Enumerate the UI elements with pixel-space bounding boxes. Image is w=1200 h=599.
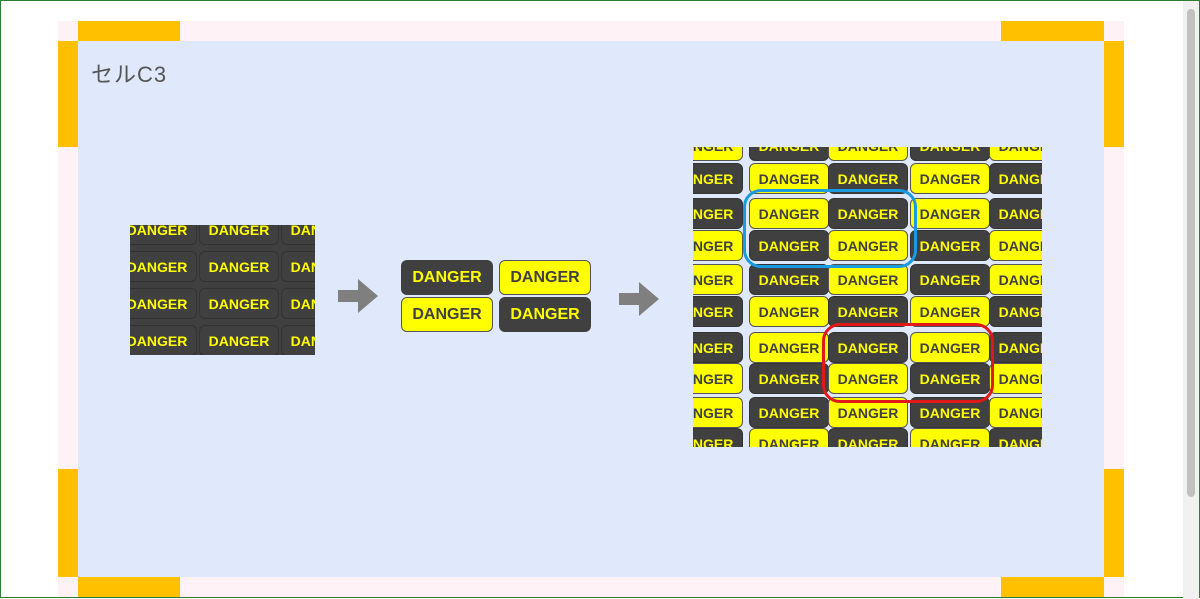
- danger-tile: DANGER: [199, 225, 279, 245]
- tiled-pattern-after: DANGERDANGERDANGERDANGERDANGERDANGERDANG…: [693, 147, 1042, 447]
- danger-tile: DANGER: [693, 332, 743, 363]
- corner-bracket-tl-h: [78, 21, 180, 41]
- danger-tile: DANGER: [910, 163, 990, 194]
- danger-tile: DANGER: [749, 163, 829, 194]
- danger-tile: DANGER: [989, 163, 1042, 194]
- danger-tile: DANGER: [693, 363, 743, 394]
- danger-tile: DANGER: [910, 332, 990, 363]
- danger-tile: DANGER: [693, 198, 743, 229]
- danger-tile: DANGER: [910, 397, 990, 428]
- danger-tile: DANGER: [989, 363, 1042, 394]
- danger-tile: DANGER: [749, 147, 829, 161]
- danger-tile: DANGER: [693, 428, 743, 447]
- danger-tile: DANGER: [499, 260, 591, 295]
- danger-tile: DANGER: [693, 230, 743, 261]
- danger-tile: DANGER: [199, 251, 279, 282]
- danger-tile: DANGER: [828, 198, 908, 229]
- danger-tile: DANGER: [749, 296, 829, 327]
- corner-bracket-bl-v: [58, 469, 78, 577]
- danger-tile: DANGER: [828, 332, 908, 363]
- danger-tile: DANGER: [828, 230, 908, 261]
- danger-tile: DANGER: [281, 288, 315, 319]
- danger-tile: DANGER: [910, 230, 990, 261]
- danger-tile: DANGER: [130, 225, 197, 245]
- danger-tile: DANGER: [401, 297, 493, 332]
- danger-tile: DANGER: [749, 198, 829, 229]
- slide-title: セルC3: [91, 62, 168, 87]
- danger-tile: DANGER: [499, 297, 591, 332]
- danger-tile: DANGER: [130, 325, 197, 355]
- vertical-scrollbar[interactable]: [1183, 1, 1199, 599]
- corner-bracket-bl-h: [78, 577, 180, 597]
- danger-tile: DANGER: [749, 428, 829, 447]
- danger-tile: DANGER: [693, 264, 743, 295]
- corner-bracket-br-v: [1104, 469, 1124, 577]
- arrow-right-icon: [619, 282, 659, 316]
- danger-tile: DANGER: [693, 397, 743, 428]
- corner-bracket-br-h: [1001, 577, 1104, 597]
- cell-pattern-before: DANGERDANGERDANGERDANGERDANGERDANGERDANG…: [130, 225, 315, 355]
- danger-tile: DANGER: [910, 428, 990, 447]
- danger-tile: DANGER: [910, 363, 990, 394]
- danger-tile: DANGER: [130, 251, 197, 282]
- danger-tile: DANGER: [281, 251, 315, 282]
- danger-tile: DANGER: [749, 397, 829, 428]
- danger-tile: DANGER: [989, 198, 1042, 229]
- danger-tile: DANGER: [910, 296, 990, 327]
- danger-tile: DANGER: [828, 163, 908, 194]
- danger-tile: DANGER: [749, 230, 829, 261]
- danger-tile: DANGER: [910, 198, 990, 229]
- danger-tile: DANGER: [828, 397, 908, 428]
- danger-tile: DANGER: [910, 147, 990, 161]
- danger-tile: DANGER: [989, 230, 1042, 261]
- danger-tile: DANGER: [749, 363, 829, 394]
- danger-tile: DANGER: [199, 288, 279, 319]
- arrow-right-icon: [338, 279, 378, 313]
- danger-tile: DANGER: [828, 147, 908, 161]
- danger-tile: DANGER: [989, 147, 1042, 161]
- corner-bracket-tr-v: [1104, 41, 1124, 147]
- danger-tile: DANGER: [828, 296, 908, 327]
- danger-tile: DANGER: [693, 296, 743, 327]
- danger-tile: DANGER: [199, 325, 279, 355]
- danger-tile: DANGER: [693, 147, 743, 161]
- danger-tile: DANGER: [828, 264, 908, 295]
- danger-tile: DANGER: [281, 325, 315, 355]
- corner-bracket-tr-h: [1001, 21, 1104, 41]
- scrollbar-thumb[interactable]: [1187, 9, 1195, 497]
- danger-tile: DANGER: [989, 296, 1042, 327]
- corner-bracket-tl-v: [58, 41, 78, 147]
- danger-tile: DANGER: [989, 397, 1042, 428]
- danger-tile: DANGER: [130, 288, 197, 319]
- danger-tile: DANGER: [401, 260, 493, 295]
- danger-tile: DANGER: [989, 264, 1042, 295]
- danger-tile: DANGER: [910, 264, 990, 295]
- danger-tile: DANGER: [828, 363, 908, 394]
- danger-tile: DANGER: [989, 332, 1042, 363]
- danger-tile: DANGER: [828, 428, 908, 447]
- danger-tile: DANGER: [281, 225, 315, 245]
- danger-tile: DANGER: [749, 264, 829, 295]
- danger-tile: DANGER: [749, 332, 829, 363]
- danger-tile: DANGER: [693, 163, 743, 194]
- danger-tile: DANGER: [989, 428, 1042, 447]
